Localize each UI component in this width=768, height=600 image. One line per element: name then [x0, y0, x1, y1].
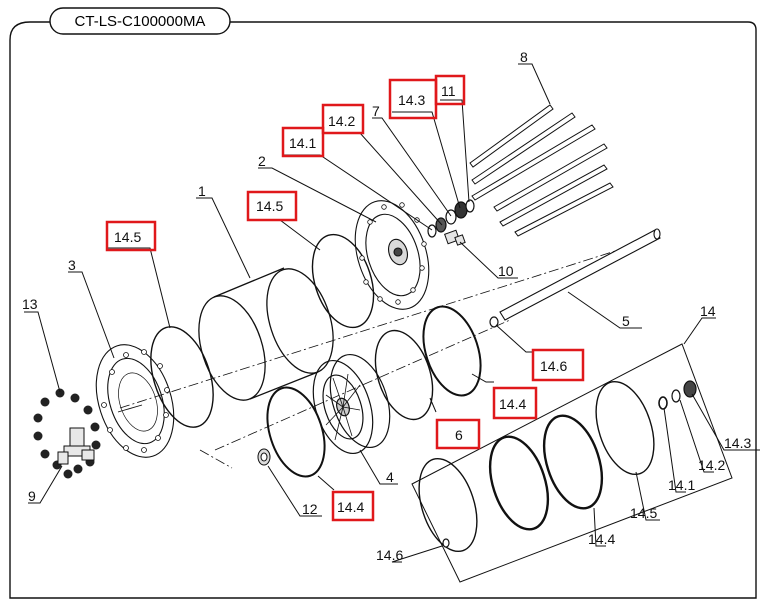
- fitting-10: [444, 229, 466, 246]
- callout-14-3-top: 14.3: [398, 92, 425, 108]
- callout-13: 13: [22, 296, 38, 312]
- leader-lines: [24, 63, 740, 563]
- small-seals-top: [427, 199, 475, 238]
- kit-label-14-2: 14.2: [698, 457, 725, 473]
- callout-14-4-mid: 14.4: [499, 396, 526, 412]
- ring-14-4-left: [266, 386, 326, 478]
- piston-4: [312, 353, 391, 455]
- callout-6: 6: [455, 427, 463, 443]
- ring-6: [374, 329, 434, 421]
- callout-8: 8: [520, 49, 528, 65]
- o-ring-14-5-left: [150, 326, 214, 428]
- callout-14-1-top: 14.1: [289, 135, 316, 151]
- ring-14-4-center: [422, 305, 482, 397]
- kit-label-14-6: 14.6: [376, 547, 403, 563]
- callout-labels: 1 2 3 13 9 14.5 14.5 14.1 14.2 7 14.3 11…: [22, 49, 751, 563]
- callout-14-5-left: 14.5: [114, 229, 141, 245]
- nut-12: [257, 448, 271, 466]
- callout-2: 2: [258, 153, 266, 169]
- callout-5: 5: [622, 313, 630, 329]
- seal-kit-panel-14: [411, 343, 733, 583]
- callout-14-4-bottom: 14.4: [337, 499, 364, 515]
- bolt-ring-13: [33, 388, 101, 479]
- callout-14: 14: [700, 303, 716, 319]
- end-cap-2: [354, 200, 430, 310]
- callout-14-2-top: 14.2: [328, 113, 355, 129]
- o-ring-14-5-upper: [311, 233, 375, 329]
- drawing-frame: [9, 21, 757, 599]
- callout-11: 11: [441, 83, 456, 99]
- seal-kit-parts: [418, 380, 697, 553]
- callout-12: 12: [302, 501, 318, 517]
- callout-14-6-right: 14.6: [540, 358, 567, 374]
- kit-label-14-3: 14.3: [724, 435, 751, 451]
- rod-seal-14-6: [489, 316, 499, 328]
- callout-10: 10: [498, 263, 514, 279]
- callout-14-5-mid: 14.5: [256, 198, 283, 214]
- kit-label-14-5: 14.5: [630, 505, 657, 521]
- kit-label-14-4: 14.4: [588, 531, 615, 547]
- end-cap-3: [95, 344, 175, 458]
- callout-7: 7: [372, 103, 380, 119]
- callout-1: 1: [198, 183, 206, 199]
- title-tab: [49, 7, 231, 35]
- callout-3: 3: [68, 257, 76, 273]
- callout-4: 4: [386, 469, 394, 485]
- kit-label-14-1: 14.1: [668, 477, 695, 493]
- tie-rods-8: [469, 104, 614, 237]
- highlight-boxes: [105, 74, 585, 522]
- valve-9: [57, 427, 95, 465]
- piston-rod-5: [499, 228, 661, 321]
- cylinder-1: [198, 267, 334, 401]
- callout-9: 9: [28, 488, 36, 504]
- document-title: CT-LS-C100000MA: [75, 13, 206, 30]
- center-lines: [119, 239, 651, 469]
